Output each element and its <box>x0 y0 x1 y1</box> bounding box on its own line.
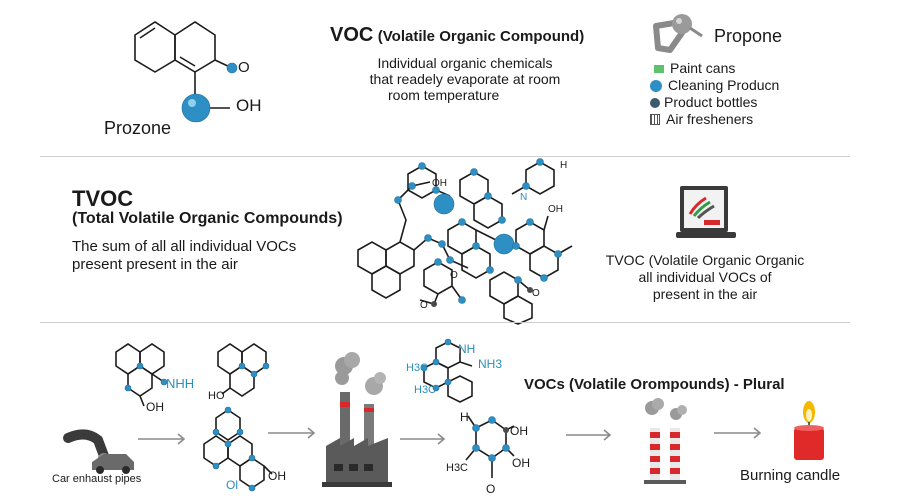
arrow-5 <box>714 427 762 439</box>
exhaust-pipe-icon <box>63 429 134 474</box>
voc-description: Individual organic chemicals that readel… <box>340 55 590 103</box>
ol-label: Ol <box>226 478 238 492</box>
oh-label-a: OH <box>146 400 164 414</box>
source-label: Paint cans <box>670 60 736 76</box>
oh-label-e2: OH <box>512 456 530 470</box>
molecule-ol <box>203 406 273 492</box>
monitor-desc-line-3: present in the air <box>652 286 758 302</box>
arrow-4 <box>566 429 612 441</box>
divider-bottom <box>40 322 850 323</box>
source-label: Product bottles <box>664 94 758 110</box>
svg-text:O: O <box>532 288 540 299</box>
tvoc-subtitle: (Total Volatile Organic Compounds) <box>72 210 343 227</box>
molecule-label: Prozone <box>104 118 172 138</box>
list-item: Air fresheners <box>650 111 779 128</box>
candle-label: Burning candle <box>740 467 841 484</box>
tvoc-desc-line-1: The sum of all all individual VOCs <box>72 238 297 255</box>
list-item: Cleaning Producn <box>650 77 779 94</box>
arrow-2 <box>268 427 316 439</box>
svg-text:OH: OH <box>548 204 563 215</box>
molecule-h3c-oh <box>465 415 515 478</box>
h3c-label-1: H3C <box>406 362 429 374</box>
dark-ball-icon <box>650 97 660 108</box>
voc-title-main: VOC <box>330 24 374 46</box>
divider-top <box>40 156 850 157</box>
o-label: O <box>238 59 250 76</box>
paint-can-icon <box>654 64 664 73</box>
list-item: Paint cans <box>650 60 779 77</box>
svg-text:N: N <box>520 192 527 203</box>
car-label: Car enhaust pipes <box>52 473 142 485</box>
molecule-cluster: OH OH N H O O O <box>357 158 573 325</box>
source-label: Cleaning Producn <box>668 77 780 93</box>
tvoc-description: The sum of all all individual VOCs prese… <box>72 238 296 274</box>
plural-title: VOCs (Volatile Orompounds) - Plural <box>524 376 785 393</box>
molecule-ho <box>217 343 270 397</box>
sources-list: Paint cans Cleaning Producn Product bott… <box>650 60 779 128</box>
nhh-label: NHH <box>166 376 195 391</box>
molecule-nhh <box>115 343 168 407</box>
tvoc-desc-line-2: present present in the air <box>72 256 238 273</box>
voc-title-sub: (Volatile Organic Compound) <box>377 28 585 45</box>
voc-desc-line-1: Individual organic chemicals <box>377 55 553 71</box>
monitor-desc-line-1: TVOC (Volatile Organic Organic <box>605 252 805 268</box>
prozone-molecule <box>134 21 238 123</box>
tvoc-title: TVOC <box>72 186 134 211</box>
monitor-description: TVOC (Volatile Organic Organic all indiv… <box>600 252 810 303</box>
h3c-label-3: H3C <box>446 462 469 474</box>
molecule-nh3 <box>420 338 473 403</box>
oh-label-c: OH <box>268 469 286 483</box>
propone-icon <box>653 14 703 53</box>
h-label: H <box>460 410 469 424</box>
monitor-icon <box>676 186 736 238</box>
list-item: Product bottles <box>650 94 779 111</box>
svg-text:O: O <box>450 270 458 281</box>
nh3-label: NH3 <box>478 357 503 371</box>
arrow-3 <box>400 433 446 445</box>
oh-label-e1: OH <box>510 424 528 438</box>
smokestack-icon <box>644 398 687 484</box>
oh-label: OH <box>236 96 262 115</box>
blue-ball-icon <box>650 79 662 92</box>
arrow-1 <box>138 433 186 445</box>
voc-desc-line-2: that readely evaporate at room <box>369 71 561 87</box>
air-freshener-icon <box>650 114 660 125</box>
voc-title: VOC (Volatile Organic Compound) <box>330 24 584 47</box>
voc-desc-line-3: room temperature <box>388 87 500 103</box>
svg-text:O: O <box>420 300 428 311</box>
svg-text:H: H <box>560 160 567 171</box>
factory-icon <box>322 352 392 487</box>
h3c-label-2: H3C <box>414 384 437 396</box>
nh-label: NH <box>458 342 476 356</box>
monitor-desc-line-2: all individual VOCs of <box>638 269 772 285</box>
o-label-e: O <box>486 482 496 496</box>
propone-label: Propone <box>714 26 783 46</box>
source-label: Air fresheners <box>666 111 754 127</box>
candle-icon <box>794 401 824 460</box>
svg-text:OH: OH <box>432 178 447 189</box>
ho-label: HO <box>208 390 225 402</box>
